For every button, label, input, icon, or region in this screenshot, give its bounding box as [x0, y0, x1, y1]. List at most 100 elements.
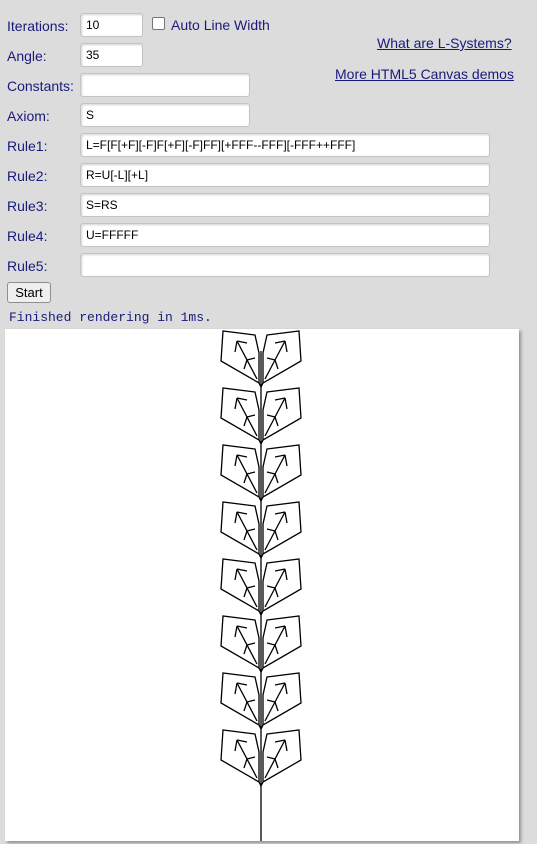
rule4-input[interactable]: [80, 223, 490, 247]
leaf-vein: [274, 397, 286, 401]
leaf-vein: [243, 644, 248, 655]
render-status: Finished rendering in 1ms.: [9, 310, 212, 325]
leaf-vein: [234, 682, 238, 695]
leaf-vein: [274, 682, 286, 686]
leaf-vein: [266, 357, 276, 361]
leaf-vein: [274, 758, 279, 769]
left-leaf: [220, 330, 260, 385]
leaf-vein: [284, 739, 288, 752]
leaf-vein: [234, 397, 238, 410]
leaf-vein: [284, 511, 288, 524]
leaf-vein: [284, 454, 288, 467]
lsystem-drawing: [220, 330, 302, 841]
right-leaf: [262, 387, 302, 442]
left-leaf: [220, 558, 260, 613]
leaf-junction: [260, 553, 264, 559]
angle-label: Angle:: [7, 48, 47, 64]
leaf-vein: [274, 568, 286, 572]
leaf-vein: [243, 587, 248, 598]
left-leaf: [220, 729, 260, 784]
leaf-vein: [236, 568, 248, 572]
right-leaf: [262, 501, 302, 556]
right-leaf: [262, 558, 302, 613]
more-canvas-demos-link[interactable]: More HTML5 Canvas demos: [335, 66, 514, 82]
iterations-label: Iterations:: [7, 18, 69, 34]
leaf-vein: [243, 530, 248, 541]
leaf-vein: [266, 528, 276, 532]
leaf-vein: [246, 528, 256, 532]
leaf-vein: [246, 756, 256, 760]
leaf-junction: [260, 610, 264, 616]
right-leaf: [262, 615, 302, 670]
leaf-vein: [274, 644, 279, 655]
right-leaf: [262, 330, 302, 385]
leaf-vein: [236, 397, 248, 401]
lsystem-canvas[interactable]: [5, 329, 519, 841]
left-leaf: [220, 672, 260, 727]
leaf-vein: [266, 642, 276, 646]
rule2-input[interactable]: [80, 163, 490, 187]
leaf-junction: [260, 382, 264, 388]
leaf-vein: [246, 357, 256, 361]
leaf-vein: [266, 699, 276, 703]
leaf-vein: [243, 359, 248, 370]
leaf-vein: [274, 701, 279, 712]
leaf-vein: [274, 587, 279, 598]
leaf-vein: [236, 340, 248, 344]
rule2-label: Rule2:: [7, 168, 48, 184]
left-leaf: [220, 387, 260, 442]
leaf-vein: [284, 397, 288, 410]
right-leaf: [262, 444, 302, 499]
auto-line-width-label[interactable]: Auto Line Width: [171, 17, 270, 33]
leaf-vein: [236, 739, 248, 743]
leaf-vein: [284, 568, 288, 581]
leaf-vein: [236, 682, 248, 686]
leaf-vein: [274, 416, 279, 427]
leaf-vein: [274, 739, 286, 743]
leaf-vein: [243, 758, 248, 769]
leaf-vein: [234, 340, 238, 353]
leaf-vein: [234, 625, 238, 638]
axiom-input[interactable]: [80, 103, 250, 127]
leaf-vein: [274, 511, 286, 515]
rule5-label: Rule5:: [7, 258, 48, 274]
leaf-vein: [234, 739, 238, 752]
leaf-vein: [274, 530, 279, 541]
leaf-vein: [234, 454, 238, 467]
rule1-input[interactable]: [80, 133, 490, 157]
leaf-vein: [236, 625, 248, 629]
leaf-vein: [243, 416, 248, 427]
leaf-vein: [243, 701, 248, 712]
leaf-vein: [234, 568, 238, 581]
rule3-input[interactable]: [80, 193, 490, 217]
leaf-vein: [234, 511, 238, 524]
leaf-vein: [266, 756, 276, 760]
leaf-junction: [260, 439, 264, 445]
leaf-vein: [236, 511, 248, 515]
rule5-input[interactable]: [80, 253, 490, 277]
leaf-vein: [246, 585, 256, 589]
left-leaf: [220, 501, 260, 556]
leaf-vein: [266, 414, 276, 418]
constants-label: Constants:: [7, 78, 74, 94]
leaf-vein: [274, 625, 286, 629]
angle-input[interactable]: [80, 43, 143, 67]
leaf-junction: [260, 667, 264, 673]
leaf-vein: [284, 340, 288, 353]
start-button[interactable]: Start: [7, 282, 51, 303]
constants-input[interactable]: [80, 73, 250, 97]
iterations-input[interactable]: [80, 13, 143, 37]
leaf-vein: [274, 473, 279, 484]
auto-line-width-checkbox[interactable]: [152, 17, 165, 30]
leaf-junction: [260, 496, 264, 502]
leaf-junction: [260, 781, 264, 787]
right-leaf: [262, 729, 302, 784]
leaf-vein: [266, 471, 276, 475]
rule1-label: Rule1:: [7, 138, 48, 154]
rule4-label: Rule4:: [7, 228, 48, 244]
left-leaf: [220, 444, 260, 499]
what-are-l-systems-link[interactable]: What are L-Systems?: [377, 35, 512, 51]
leaf-vein: [246, 642, 256, 646]
rule3-label: Rule3:: [7, 198, 48, 214]
leaf-vein: [236, 454, 248, 458]
